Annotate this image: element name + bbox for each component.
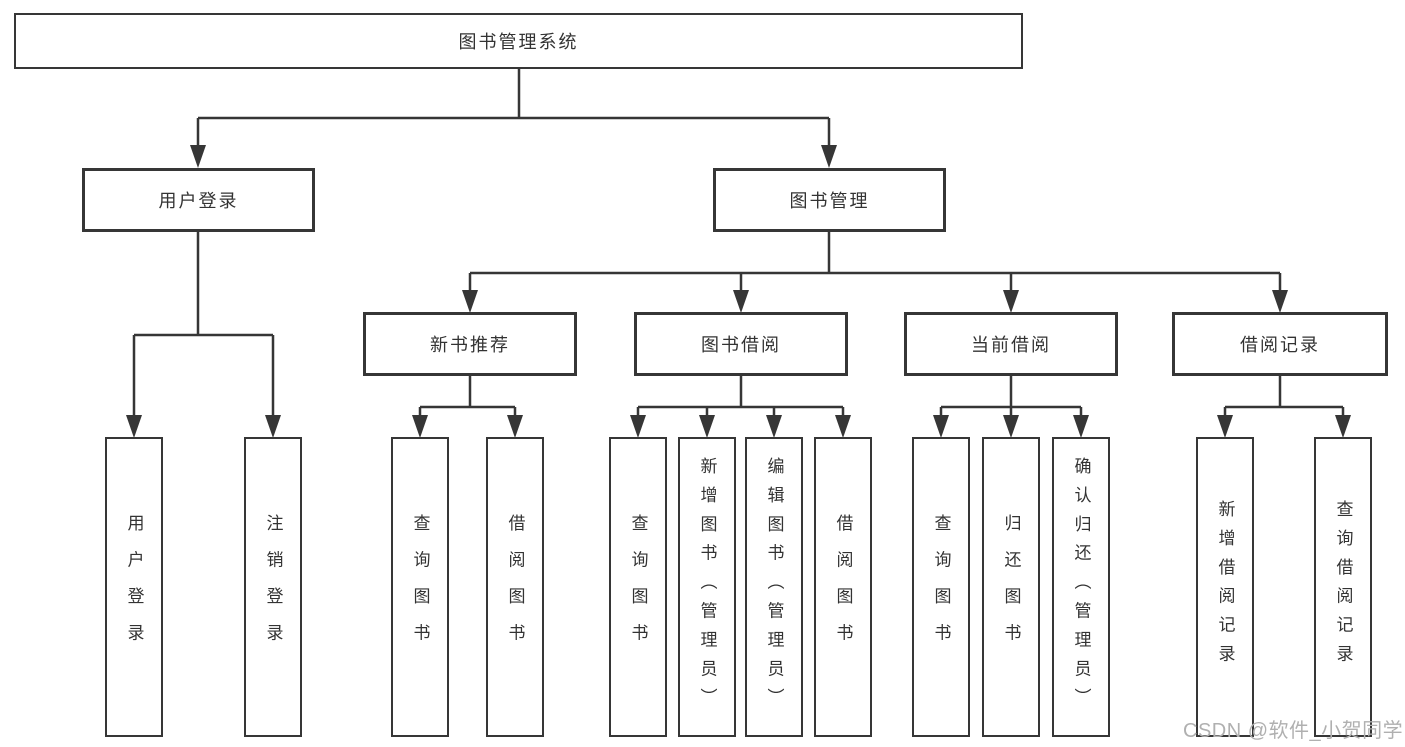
arrowhead	[462, 290, 478, 313]
arrowhead	[733, 290, 749, 313]
leaf-logout: 注销登录	[244, 437, 302, 737]
leaf-query-books-current: 查询图书	[912, 437, 970, 737]
node-label: 图书管理系统	[458, 32, 579, 52]
arrowhead	[821, 145, 837, 168]
leaf-borrow-books-borrowing: 借阅图书	[814, 437, 872, 737]
arrowhead	[190, 145, 206, 168]
leaf-label: 新增借阅记录	[1215, 500, 1235, 674]
arrowhead	[766, 415, 782, 438]
leaf-add-books-admin: 新增图书（管理员）	[678, 437, 736, 737]
leaf-borrow-books-recommend: 借阅图书	[486, 437, 544, 737]
leaf-label: 注销登录	[263, 513, 283, 661]
arrowhead	[1272, 290, 1288, 313]
leaf-label: 借阅图书	[505, 513, 525, 661]
node-new-book-recommend: 新书推荐	[363, 312, 577, 376]
node-user-login: 用户登录	[82, 168, 315, 232]
node-label: 当前借阅	[971, 335, 1051, 355]
node-label: 新书推荐	[430, 335, 510, 355]
node-label: 图书借阅	[701, 335, 781, 355]
leaf-label: 借阅图书	[833, 513, 853, 661]
leaf-confirm-return-admin: 确认归还（管理员）	[1052, 437, 1110, 737]
leaf-label: 新增图书（管理员）	[697, 456, 717, 718]
connector-book-borrowing-to-children	[636, 376, 845, 420]
leaf-label: 用户登录	[124, 513, 144, 661]
arrowhead	[1217, 415, 1233, 438]
connector-borrowing-records-to-children	[1223, 376, 1345, 420]
node-library-management-system: 图书管理系统	[14, 13, 1023, 69]
node-current-borrowing: 当前借阅	[904, 312, 1118, 376]
connector-current-borrowing-to-children	[939, 376, 1083, 420]
leaf-label: 查询借阅记录	[1333, 500, 1353, 674]
arrowhead	[412, 415, 428, 438]
node-label: 图书管理	[789, 191, 870, 211]
arrowhead	[630, 415, 646, 438]
node-book-management: 图书管理	[713, 168, 946, 232]
arrowhead	[835, 415, 851, 438]
leaf-label: 查询图书	[931, 513, 951, 661]
leaf-add-borrow-record: 新增借阅记录	[1196, 437, 1254, 737]
connector-user-login-to-children	[132, 232, 275, 420]
node-borrowing-records: 借阅记录	[1172, 312, 1388, 376]
arrowhead	[699, 415, 715, 438]
leaf-edit-books-admin: 编辑图书（管理员）	[745, 437, 803, 737]
connector-book-management-to-level3	[468, 232, 1282, 295]
csdn-watermark: CSDN @软件_小贺同学	[1183, 720, 1404, 742]
arrowhead	[1003, 290, 1019, 313]
node-label: 借阅记录	[1240, 335, 1320, 355]
arrowhead	[265, 415, 281, 438]
leaf-user-login: 用户登录	[105, 437, 163, 737]
leaf-query-borrow-record: 查询借阅记录	[1314, 437, 1372, 737]
node-book-borrowing: 图书借阅	[634, 312, 848, 376]
leaf-return-books: 归还图书	[982, 437, 1040, 737]
connector-new-book-recommend-to-children	[418, 376, 517, 420]
leaf-label: 编辑图书（管理员）	[764, 456, 784, 718]
leaf-label: 查询图书	[628, 513, 648, 661]
arrowhead	[1335, 415, 1351, 438]
leaf-query-books-recommend: 查询图书	[391, 437, 449, 737]
arrowhead	[1073, 415, 1089, 438]
arrowhead	[933, 415, 949, 438]
arrowhead	[507, 415, 523, 438]
connector-root-to-level2	[196, 69, 831, 150]
leaf-label: 查询图书	[410, 513, 430, 661]
arrowhead	[126, 415, 142, 438]
leaf-label: 归还图书	[1001, 513, 1021, 661]
node-label: 用户登录	[158, 191, 239, 211]
arrowhead	[1003, 415, 1019, 438]
leaf-label: 确认归还（管理员）	[1071, 456, 1091, 718]
leaf-query-books-borrowing: 查询图书	[609, 437, 667, 737]
